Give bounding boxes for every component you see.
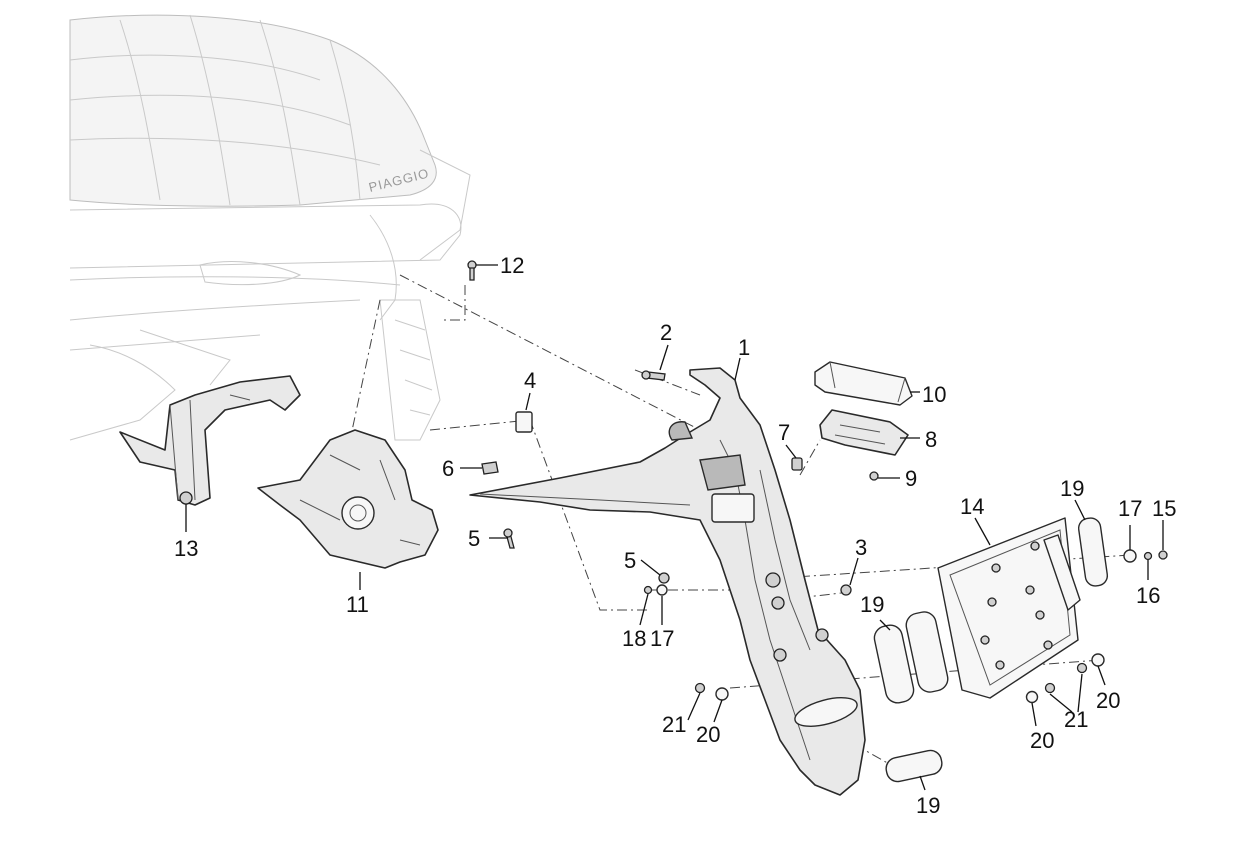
callouts: 1 2 3 4 5 5 6 7 8 9 10 11 12 13 14 15 16… — [174, 253, 1176, 818]
scooter-body-ghost: PIAGGIO — [69, 14, 471, 441]
callout-6: 6 — [442, 456, 454, 481]
callout-7: 7 — [778, 420, 790, 445]
callout-13: 13 — [174, 536, 198, 561]
callout-1: 1 — [738, 335, 750, 360]
callout-14: 14 — [960, 494, 984, 519]
callout-20a: 20 — [696, 722, 720, 747]
callout-12: 12 — [500, 253, 524, 278]
callout-21b: 21 — [1064, 707, 1088, 732]
callout-20c: 20 — [1096, 688, 1120, 713]
part-10-cover — [814, 361, 913, 406]
part-13-bracket — [119, 375, 301, 506]
callout-17a: 17 — [1118, 496, 1142, 521]
callout-18: 18 — [622, 626, 646, 651]
callout-8: 8 — [925, 427, 937, 452]
part-11-inner-cover — [257, 429, 439, 569]
callout-15: 15 — [1152, 496, 1176, 521]
callout-19b: 19 — [860, 592, 884, 617]
callout-17b: 17 — [650, 626, 674, 651]
callout-19a: 19 — [1060, 476, 1084, 501]
leader-lines — [185, 264, 1164, 791]
callout-20b: 20 — [1030, 728, 1054, 753]
callout-10: 10 — [922, 382, 946, 407]
callout-21a: 21 — [662, 712, 686, 737]
callout-11: 11 — [346, 592, 369, 617]
part-14-plate-holder — [937, 517, 1081, 699]
callout-5b: 5 — [624, 548, 636, 573]
part-1-rear-mudguard — [469, 367, 866, 796]
callout-5a: 5 — [468, 526, 480, 551]
part-8-bracket — [819, 409, 909, 456]
callout-9: 9 — [905, 466, 917, 491]
callout-2: 2 — [660, 320, 672, 345]
part-19-reflectors — [873, 517, 1109, 783]
hardware — [467, 260, 1168, 704]
callout-19c: 19 — [916, 793, 940, 818]
callout-4: 4 — [524, 368, 536, 393]
callout-16: 16 — [1136, 583, 1160, 608]
callout-3: 3 — [855, 535, 867, 560]
